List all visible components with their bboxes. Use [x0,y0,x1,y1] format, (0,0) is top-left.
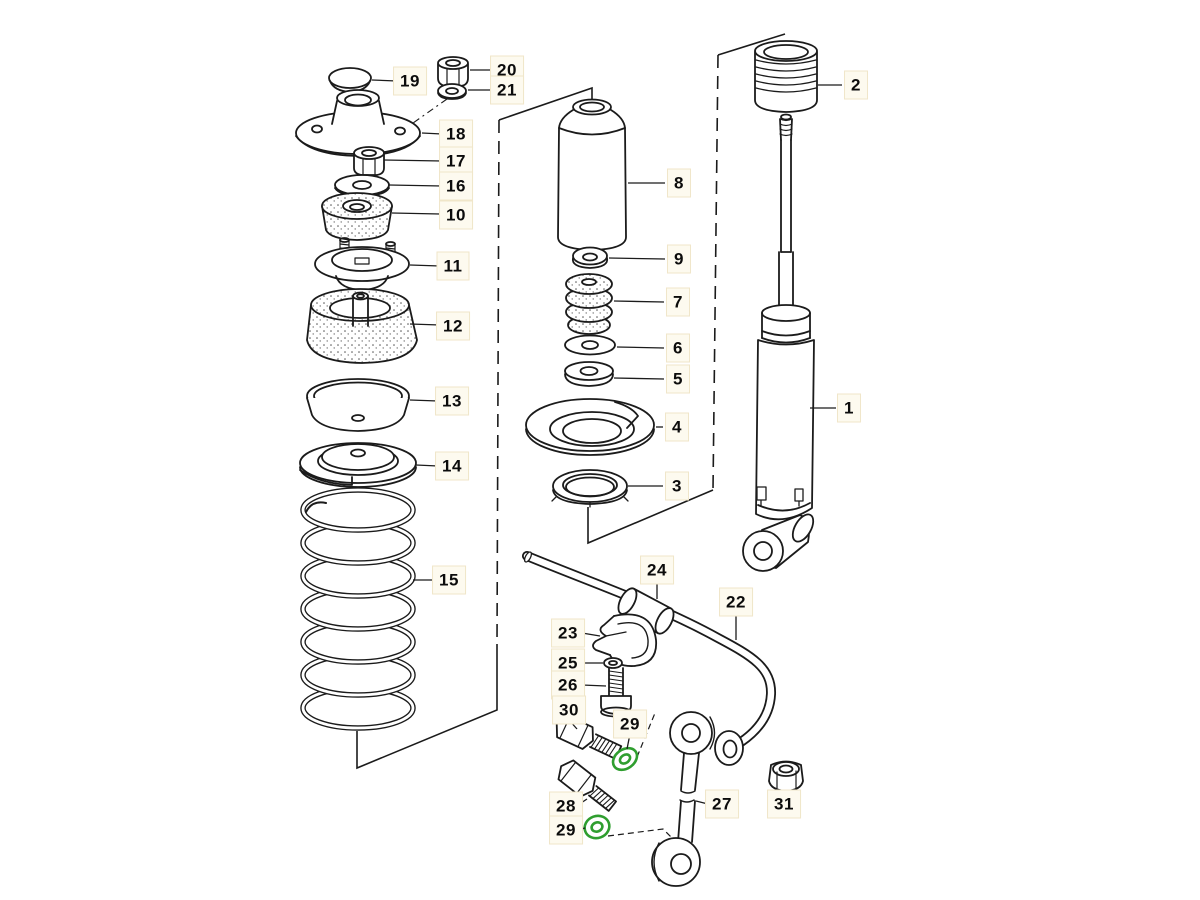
conical-buffer-part-12 [306,288,418,364]
shock-absorber-part-1 [742,304,815,572]
callout-22[interactable]: 22 [719,587,753,617]
callout-4[interactable]: 4 [665,412,689,442]
callout-8[interactable]: 8 [667,168,691,198]
callout-11[interactable]: 11 [436,251,470,281]
clamp-part-23 [592,613,657,667]
callout-3[interactable]: 3 [665,471,689,501]
spring-plate-part-13 [306,378,410,432]
callout-18[interactable]: 18 [439,119,473,149]
callout-16[interactable]: 16 [439,171,473,201]
callout-7[interactable]: 7 [666,287,690,317]
callout-30[interactable]: 30 [552,695,586,725]
cap-part-19 [328,67,372,93]
callout-leader-lines [371,69,842,831]
washer-29-upper-highlighted[interactable] [609,744,641,774]
bump-stop-part-7 [565,273,613,335]
washer-part-6 [564,334,616,356]
callout-2[interactable]: 2 [844,70,868,100]
nut-part-17 [353,146,385,176]
callout-21[interactable]: 21 [490,75,524,105]
callout-9[interactable]: 9 [667,244,691,274]
callout-12[interactable]: 12 [436,311,470,341]
spring-plate-part-4 [525,398,655,456]
callout-15[interactable]: 15 [432,565,466,595]
protective-cap-part-2 [754,40,818,113]
callout-31[interactable]: 31 [767,789,801,819]
nut-part-20 [437,56,469,87]
upper-mount-part-11 [314,237,410,291]
coil-spring-part-15 [300,487,416,731]
callout-27[interactable]: 27 [705,789,739,819]
callout-17[interactable]: 17 [439,146,473,176]
callout-5[interactable]: 5 [666,364,690,394]
callout-10[interactable]: 10 [439,200,473,230]
stabilizer-bar-part-22 [522,551,776,747]
washer-part-5 [564,361,614,387]
washer-part-21 [437,83,467,100]
rubber-buffer-part-10 [321,192,393,241]
link-part-27 [651,711,716,887]
callout-29-lower[interactable]: 29 [549,815,583,845]
callout-6[interactable]: 6 [666,333,690,363]
callout-19[interactable]: 19 [393,66,427,96]
callout-29-upper[interactable]: 29 [613,709,647,739]
protective-boot-part-8 [557,98,627,251]
shock-rod [778,113,794,313]
strut-mount-part-18 [295,89,421,157]
cap-part-9 [571,246,609,269]
callout-24[interactable]: 24 [640,555,674,585]
threaded-ring-part-3 [551,469,629,508]
stabilizer-bar-eye [714,730,744,766]
callout-13[interactable]: 13 [435,386,469,416]
callout-1[interactable]: 1 [837,393,861,423]
callout-23[interactable]: 23 [551,618,585,648]
spring-seat-part-14 [299,442,417,488]
nut-part-31 [768,760,804,792]
callout-14[interactable]: 14 [435,451,469,481]
assembly-bracket-lines [356,33,786,838]
lock-washer-part-25 [603,657,623,669]
washer-29-lower-highlighted[interactable] [581,812,612,841]
